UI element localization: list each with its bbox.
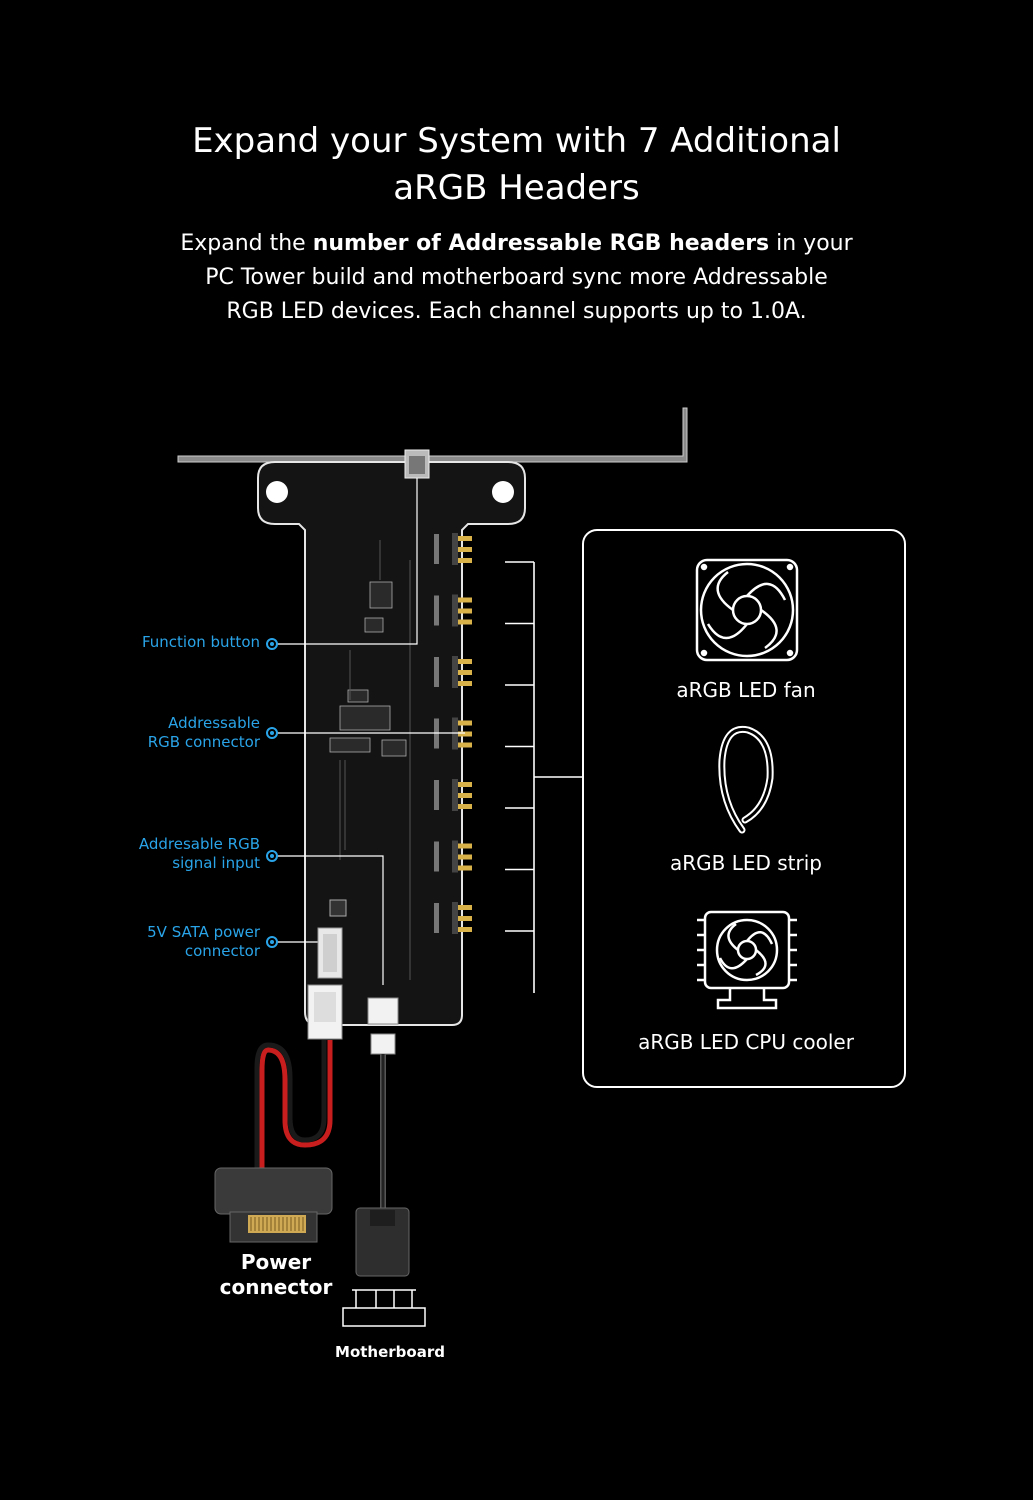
callout-dot-centers bbox=[270, 642, 274, 944]
sata-power-header bbox=[317, 899, 347, 979]
title-line-1: Expand your System with 7 Additional bbox=[192, 121, 841, 161]
device-label-cooler: aRGB LED CPU cooler bbox=[638, 1030, 854, 1054]
callout-argb-connector-line2: RGB connector bbox=[147, 733, 260, 751]
callout-argb-connector: Addressable RGB connector bbox=[148, 714, 260, 752]
sata-plug bbox=[307, 984, 343, 1040]
argb-headers bbox=[434, 533, 472, 934]
argb-header bbox=[434, 594, 472, 627]
led-strip-icon-inner bbox=[720, 727, 772, 832]
pci-bracket bbox=[177, 407, 688, 463]
motherboard-plug bbox=[355, 1207, 410, 1277]
callout-function-button-text: Function button bbox=[141, 633, 260, 651]
title-line-2: aRGB Headers bbox=[393, 168, 640, 208]
callout-sata-power-line1: 5V SATA power bbox=[147, 923, 260, 941]
callout-function-button: Function button bbox=[142, 633, 260, 652]
device-panel bbox=[582, 529, 906, 1088]
desc-line1-post: in your bbox=[769, 231, 853, 256]
description: Expand the number of Addressable RGB hea… bbox=[0, 227, 1033, 329]
power-cable bbox=[254, 1040, 333, 1170]
callout-argb-connector-line1: Addressable bbox=[168, 714, 260, 732]
sata-pins bbox=[250, 1217, 304, 1231]
page-title: Expand your System with 7 Additional aRG… bbox=[0, 118, 1033, 212]
callout-signal-input: Addresable RGB signal input bbox=[139, 835, 260, 873]
callout-dots bbox=[266, 638, 278, 948]
callout-lines bbox=[272, 478, 465, 985]
led-strip-icon bbox=[718, 725, 774, 834]
callout-signal-input-line2: signal input bbox=[172, 854, 260, 872]
argb-header bbox=[434, 656, 472, 688]
signal-input-plug bbox=[367, 997, 399, 1055]
pcb-components bbox=[329, 581, 407, 757]
header-bracket-lines bbox=[505, 561, 534, 932]
sata-connector bbox=[214, 1167, 333, 1243]
desc-line-2: PC Tower build and motherboard sync more… bbox=[205, 265, 828, 290]
mount-hole-left bbox=[266, 481, 288, 503]
power-connector-label-line2: connector bbox=[219, 1275, 333, 1299]
cpu-cooler-icon bbox=[697, 910, 797, 1010]
argb-header bbox=[434, 840, 472, 873]
function-button-component bbox=[404, 449, 430, 479]
fan-icon bbox=[695, 558, 799, 662]
desc-line1-pre: Expand the bbox=[180, 231, 313, 256]
callout-signal-input-line1: Addresable RGB bbox=[138, 835, 260, 853]
pcb-traces bbox=[339, 540, 411, 980]
argb-header bbox=[434, 902, 472, 934]
motherboard-label: Motherboard bbox=[335, 1343, 445, 1361]
argb-header bbox=[434, 779, 472, 811]
device-label-fan: aRGB LED fan bbox=[676, 678, 816, 702]
desc-line1-bold: number of Addressable RGB headers bbox=[312, 231, 770, 256]
callout-sata-power-line2: connector bbox=[184, 942, 260, 960]
device-label-strip: aRGB LED strip bbox=[669, 851, 822, 875]
power-connector-label: Power connector bbox=[206, 1250, 346, 1300]
motherboard-pins bbox=[342, 1289, 426, 1327]
mount-hole-right bbox=[492, 481, 514, 503]
argb-header bbox=[434, 533, 472, 565]
callout-sata-power: 5V SATA power connector bbox=[147, 923, 260, 961]
desc-line-3: RGB LED devices. Each channel supports u… bbox=[226, 299, 807, 324]
power-connector-label-line1: Power bbox=[240, 1250, 312, 1274]
